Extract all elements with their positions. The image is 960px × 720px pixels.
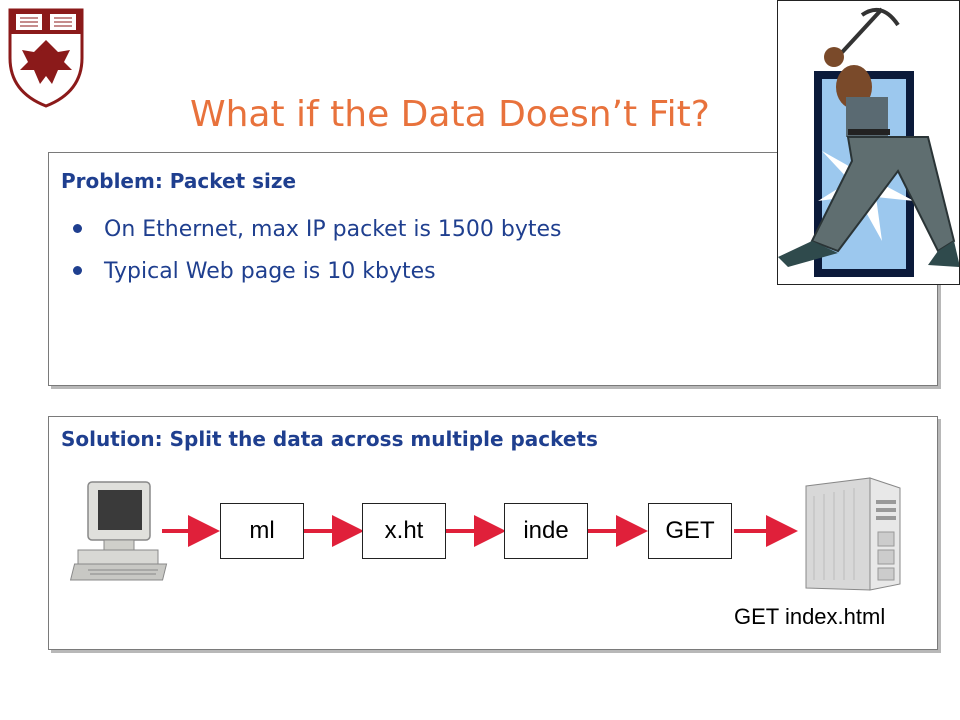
miner-clipart-icon [777,0,960,285]
server-tower-icon [805,477,901,591]
bullet-dot-icon [73,223,82,233]
packet-box: x.ht [362,503,446,559]
bullet-dot-icon [73,265,82,275]
problem-heading: Problem: Packet size [61,169,297,193]
bullet-text: Typical Web page is 10 kbytes [104,259,436,284]
university-crest-icon [8,8,84,108]
packet-box: GET [648,503,732,559]
bullet-item: On Ethernet, max IP packet is 1500 bytes [73,217,562,242]
packet-box: ml [220,503,304,559]
server-caption: GET index.html [734,604,886,629]
solution-heading: Solution: Split the data across multiple… [61,427,598,451]
slide-title: What if the Data Doesn’t Fit? [190,94,710,135]
bullet-text: On Ethernet, max IP packet is 1500 bytes [104,217,562,242]
bullet-item: Typical Web page is 10 kbytes [73,259,436,284]
desktop-computer-icon [70,481,168,581]
packet-box: inde [504,503,588,559]
